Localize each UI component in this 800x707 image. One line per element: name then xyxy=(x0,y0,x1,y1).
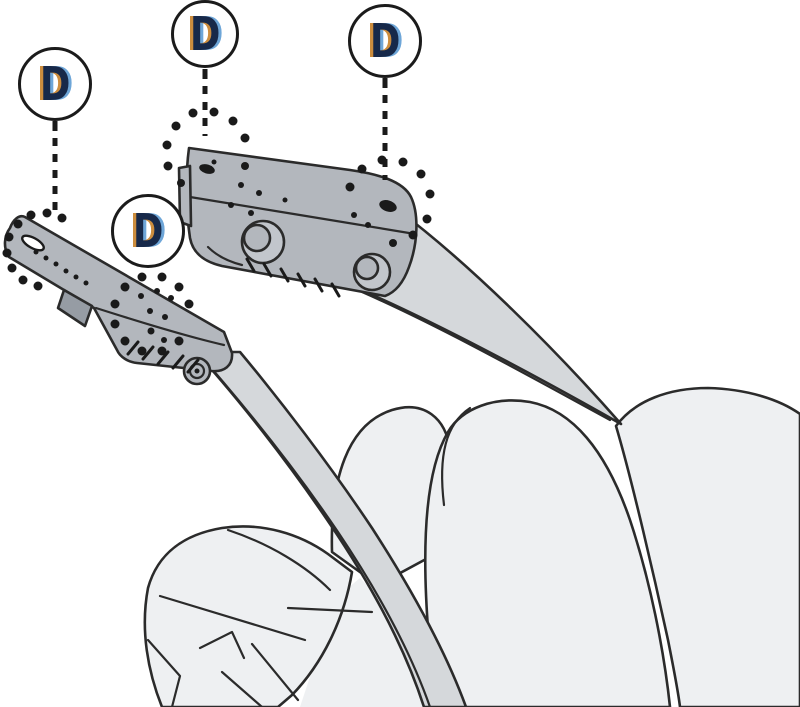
rivet-dot xyxy=(351,212,357,218)
rack-stay-left xyxy=(194,350,468,707)
right-bracket-hole-left xyxy=(199,164,215,174)
rack-stay-right xyxy=(350,208,623,426)
right-bracket-hole-right xyxy=(379,200,397,212)
body-hump-right xyxy=(614,386,800,707)
tail-line-5 xyxy=(220,670,264,707)
rivet-dot xyxy=(154,288,160,294)
right-bracket-notch xyxy=(206,245,244,267)
rivet-dot xyxy=(282,197,288,203)
rivet-dot xyxy=(228,202,234,208)
rack-stay-left-inner-line xyxy=(204,360,432,707)
rivet-dot xyxy=(248,210,254,216)
rivet-dot xyxy=(211,159,217,165)
rivet-dot xyxy=(147,327,155,335)
callout-label-d-1: D xyxy=(39,57,71,111)
burst-right-bracket-right xyxy=(345,155,435,247)
mounting-brackets xyxy=(3,146,418,386)
callout-circle-4: D xyxy=(111,194,185,268)
left-bracket-hatch xyxy=(126,340,200,374)
serration-dot xyxy=(53,261,59,267)
rivet-dot xyxy=(365,222,371,228)
leader-lines xyxy=(52,69,388,212)
burst-left-end xyxy=(2,208,67,291)
rack-stays xyxy=(194,208,623,707)
rivet-dot xyxy=(138,293,144,299)
right-bracket-hatch xyxy=(245,257,341,298)
callout-circle-2: D xyxy=(171,0,239,68)
callout-circle-1: D xyxy=(18,47,92,121)
right-bracket-ridge xyxy=(188,195,411,235)
burst-right-bracket-left xyxy=(162,107,250,187)
callout-label-d-2: D xyxy=(189,7,221,61)
right-bracket-boss-2-inner xyxy=(354,255,380,281)
body-seam-horizontal xyxy=(286,606,374,614)
rivet-dot xyxy=(162,314,168,320)
tail-line-4 xyxy=(250,642,300,702)
left-bracket-slot xyxy=(21,234,45,252)
rivet-dot xyxy=(168,295,174,301)
burst-left-mid xyxy=(110,272,194,356)
callout-label-d-4: D xyxy=(132,204,164,258)
body-hump-center xyxy=(423,399,672,707)
left-bracket-roller-pin xyxy=(194,368,200,374)
rivet-dot xyxy=(147,308,153,314)
left-bracket-fold-line xyxy=(94,306,226,347)
bracket-details xyxy=(33,159,397,374)
serration-dot xyxy=(63,268,69,274)
serration-dot xyxy=(73,274,79,280)
mounting-point-bursts xyxy=(2,107,435,356)
rivet-dot xyxy=(256,190,262,196)
body-tail xyxy=(143,525,354,707)
rivet-dot xyxy=(161,337,167,343)
serration-dot xyxy=(43,255,49,261)
tail-line-1 xyxy=(158,594,307,642)
tail-line-2 xyxy=(226,528,332,592)
tail-line-6 xyxy=(146,638,182,707)
callout-circle-3: D xyxy=(348,4,422,78)
right-bracket-boss-1-inner xyxy=(242,223,272,253)
serration-dot xyxy=(33,249,39,255)
left-bracket-step xyxy=(56,288,94,328)
serration-dot xyxy=(83,280,89,286)
rivet-dot xyxy=(238,182,244,188)
body-seam-arc xyxy=(441,406,472,507)
scooter-body xyxy=(143,386,800,707)
tail-line-3 xyxy=(198,630,246,660)
callout-label-d-3: D xyxy=(369,14,401,68)
rack-stay-right-inner-line xyxy=(360,290,612,422)
